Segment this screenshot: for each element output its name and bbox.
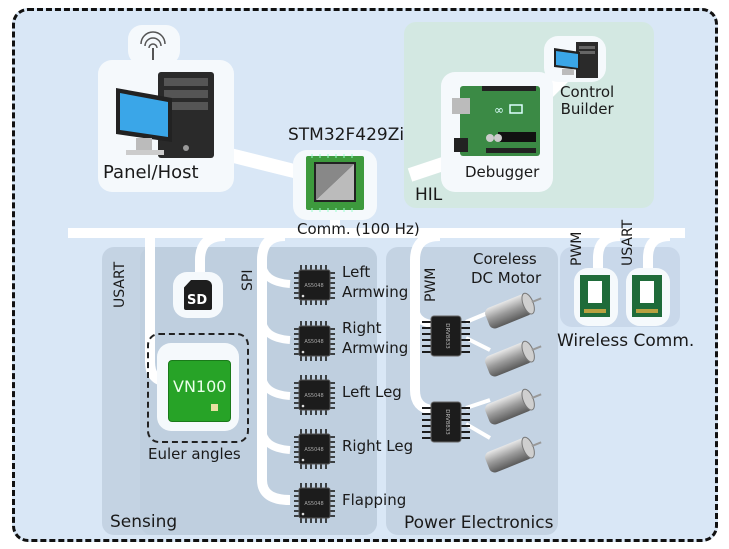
motor-label-line1: Coreless bbox=[473, 250, 537, 268]
vn100-chip: VN100 bbox=[168, 360, 231, 422]
power-pwm-label: PWM bbox=[423, 267, 439, 302]
sd-card-label: SD bbox=[187, 293, 208, 308]
svg-text:AS5048: AS5048 bbox=[304, 501, 323, 507]
encoder-chip-icon: AS5048 bbox=[293, 482, 335, 523]
wireless-usart-label: USART bbox=[620, 219, 636, 266]
encoder-label: Left Leg bbox=[342, 383, 402, 401]
encoder-label: Right bbox=[342, 319, 382, 337]
motor-label-line2: DC Motor bbox=[471, 269, 542, 287]
hil-label: HIL bbox=[415, 185, 443, 205]
encoder-chip-icon: AS5048 bbox=[293, 374, 335, 415]
power-zone-label: Power Electronics bbox=[404, 513, 554, 533]
debugger-label: Debugger bbox=[465, 163, 540, 181]
wire-sd bbox=[195, 231, 226, 275]
control-builder-label: Control Builder bbox=[560, 83, 615, 119]
wireless-module-icon bbox=[580, 275, 610, 317]
wire-spi-trunk bbox=[257, 231, 291, 505]
imu-caption: Euler angles bbox=[148, 445, 241, 463]
sensing-zone-label: Sensing bbox=[110, 512, 178, 532]
motor-driver-chip-icon: DRV8833 bbox=[422, 400, 470, 444]
mcu-chip-icon bbox=[306, 154, 364, 212]
wireless-label: Wireless Comm. bbox=[557, 331, 695, 351]
coreless-dc-motor-icon bbox=[480, 290, 542, 330]
svg-text:AS5048: AS5048 bbox=[304, 447, 323, 453]
encoder-chip-icon: AS5048 bbox=[293, 320, 335, 361]
encoder-chip-icon: AS5048 bbox=[293, 428, 335, 469]
coreless-dc-motor-icon bbox=[480, 434, 542, 474]
host-label: Panel/Host bbox=[103, 162, 199, 183]
control-builder-computer-icon bbox=[554, 42, 598, 78]
coreless-dc-motor-icon bbox=[480, 338, 542, 378]
encoder-label-line2: Armwing bbox=[342, 283, 409, 301]
sensing-spi-label: SPI bbox=[240, 269, 256, 291]
comm-bus-label: Comm. (100 Hz) bbox=[297, 220, 420, 238]
wireless-pwm-label: PWM bbox=[569, 231, 585, 266]
svg-text:AS5048: AS5048 bbox=[304, 393, 323, 399]
sd-card-icon: SD bbox=[184, 280, 212, 310]
encoder-label-line2: Armwing bbox=[342, 339, 409, 357]
svg-text:∞: ∞ bbox=[494, 103, 504, 117]
encoder-label: Right Leg bbox=[342, 437, 414, 455]
svg-text:DRV8833: DRV8833 bbox=[444, 409, 450, 435]
sensing-usart-label: USART bbox=[112, 261, 128, 308]
coreless-dc-motor-icon bbox=[480, 386, 542, 426]
desktop-computer-icon bbox=[116, 72, 214, 158]
antenna-icon bbox=[140, 31, 166, 60]
encoder-label: Flapping bbox=[342, 491, 407, 509]
encoder-chip-icon: AS5048 bbox=[293, 264, 335, 305]
svg-text:DRV8833: DRV8833 bbox=[444, 323, 450, 349]
comm-bus bbox=[68, 228, 685, 238]
wire-wireless-usart bbox=[643, 231, 671, 270]
svg-text:AS5048: AS5048 bbox=[304, 339, 323, 345]
wire-wireless-pwm bbox=[593, 231, 621, 270]
svg-text:AS5048: AS5048 bbox=[304, 283, 323, 289]
imu-group bbox=[147, 333, 249, 443]
arduino-board-icon: ∞ bbox=[452, 86, 540, 156]
mcu-label: STM32F429Zi bbox=[288, 125, 405, 145]
encoder-label: Left bbox=[342, 263, 371, 281]
wireless-module-icon bbox=[632, 275, 662, 317]
vn100-label: VN100 bbox=[173, 377, 227, 396]
motor-driver-chip-icon: DRV8833 bbox=[422, 314, 470, 358]
